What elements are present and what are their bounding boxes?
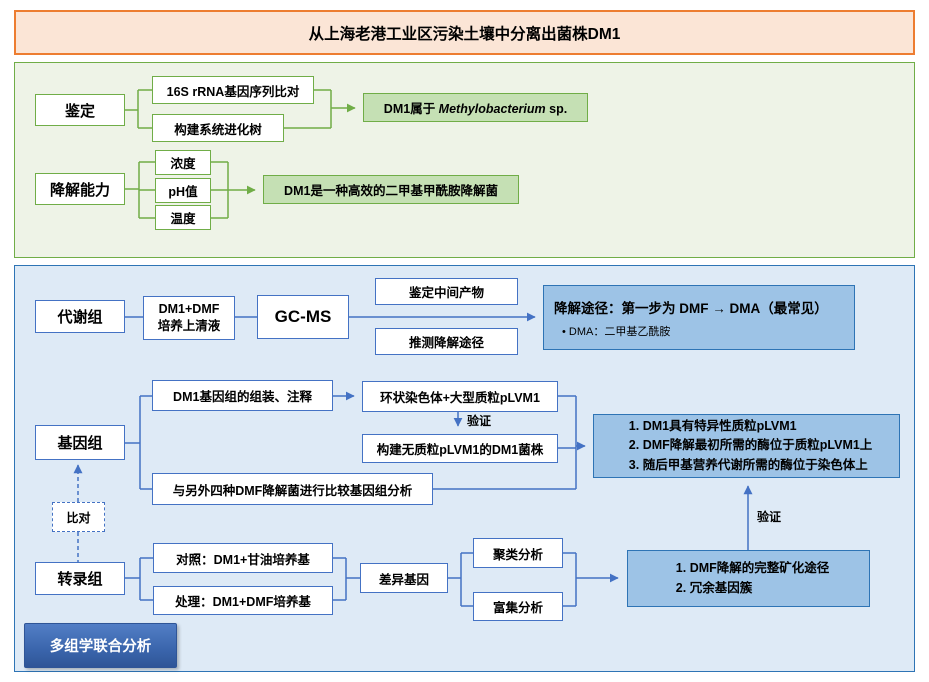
gcms-label: GC-MS (274, 307, 332, 326)
transcriptome-hub: 转录组 (35, 562, 125, 595)
identification-label: 鉴定 (64, 102, 95, 120)
factor-concentration-label: 浓度 (170, 157, 196, 171)
degradation-result-text: DM1是一种高效的二甲基甲酰胺降解菌 (284, 184, 498, 198)
multiomics-footer-badge: 多组学联合分析 (24, 623, 177, 668)
degradation-result: DM1是一种高效的二甲基甲酰胺降解菌 (263, 175, 519, 204)
identification-result-text: DM1属于 Methylobacterium sp. (383, 102, 568, 116)
genome-knockout-label: 构建无质粒pLVM1的DM1菌株 (376, 443, 544, 457)
genome-structure-label: 环状染色体+大型质粒pLVM1 (380, 391, 540, 405)
genome-structure: 环状染色体+大型质粒pLVM1 (362, 381, 558, 412)
degradation-label: 降解能力 (49, 181, 110, 199)
cluster-analysis-label: 聚类分析 (492, 547, 543, 562)
multiomics-footer-label: 多组学联合分析 (49, 639, 152, 655)
genome-comparative-label: 与另外四种DMF降解菌进行比较基因组分析 (172, 483, 413, 498)
genome-comparative: 与另外四种DMF降解菌进行比较基因组分析 (152, 473, 433, 505)
genome-conclusion-3: 随后甲基营养代谢所需的酶位于染色体上 (643, 456, 873, 475)
transcriptome-conclusion-2: 冗余基因簇 (690, 579, 830, 598)
deg-box: 差异基因 (360, 563, 448, 593)
method-16s-rrna: 16S rRNA基因序列比对 (152, 76, 314, 104)
enrichment-analysis-box: 富集分析 (473, 592, 563, 621)
metabolome-sample: DM1+DMF 培养上清液 (143, 296, 235, 340)
deg-label: 差异基因 (378, 572, 429, 587)
method-16s-rrna-label: 16S rRNA基因序列比对 (166, 84, 300, 99)
transcriptome-label: 转录组 (57, 571, 103, 588)
metabolome-hub: 代谢组 (35, 300, 125, 333)
transcriptome-conclusions: DMF降解的完整矿化途径 冗余基因簇 (627, 550, 870, 607)
factor-temperature-label: 温度 (170, 212, 196, 226)
method-phylogenetic-tree-label: 构建系统进化树 (174, 122, 262, 137)
metabolome-result: 降解途径：第一步为 DMF → DMA（最常见） DMA：二甲基乙酰胺 (543, 285, 855, 350)
cluster-analysis-box: 聚类分析 (473, 538, 563, 568)
genome-label: 基因组 (57, 435, 103, 452)
isolation-panel (14, 62, 915, 258)
sample-line1: DM1+DMF (158, 302, 220, 317)
factor-temperature: 温度 (155, 205, 211, 230)
factor-ph-label: pH值 (168, 185, 198, 199)
transcriptome-conclusion-1: DMF降解的完整矿化途径 (690, 559, 830, 578)
slide-title: 从上海老港工业区污染土壤中分离出菌株DM1 (308, 25, 621, 43)
compare-link-label: 比对 (66, 510, 91, 525)
transcriptome-treatment: 处理：DM1+DMF培养基 (153, 586, 333, 615)
genome-conclusion-1: DM1具有特异性质粒pLVM1 (643, 417, 873, 436)
degradation-hub: 降解能力 (35, 173, 125, 205)
method-phylogenetic-tree: 构建系统进化树 (152, 114, 284, 142)
transcriptome-control: 对照：DM1+甘油培养基 (153, 543, 333, 573)
output-intermediates: 鉴定中间产物 (375, 278, 518, 305)
factor-concentration: 浓度 (155, 150, 211, 175)
genome-assembly: DM1基因组的组装、注释 (152, 380, 333, 411)
genome-knockout: 构建无质粒pLVM1的DM1菌株 (362, 434, 558, 463)
genome-assembly-label: DM1基因组的组装、注释 (173, 390, 312, 404)
gcms-box: GC-MS (257, 295, 349, 339)
genome-conclusion-2: DMF降解最初所需的酶位于质粒pLVM1上 (643, 436, 873, 455)
verify-link-label: 验证 (757, 510, 782, 524)
title-banner: 从上海老港工业区污染土壤中分离出菌株DM1 (14, 10, 915, 55)
enrichment-analysis-label: 富集分析 (492, 601, 543, 615)
sample-line2: 培养上清液 (157, 319, 221, 333)
genome-hub: 基因组 (35, 425, 125, 460)
identification-hub: 鉴定 (35, 94, 125, 126)
metabolome-result-title: 降解途径：第一步为 DMF → DMA（最常见） (554, 300, 828, 316)
genome-conclusions-list: DM1具有特异性质粒pLVM1 DMF降解最初所需的酶位于质粒pLVM1上 随后… (613, 415, 881, 477)
transcriptome-conclusions-list: DMF降解的完整矿化途径 冗余基因簇 (660, 551, 838, 606)
factor-ph: pH值 (155, 178, 211, 203)
genome-verify-label: 验证 (467, 414, 492, 428)
metabolome-label: 代谢组 (57, 309, 103, 326)
output-intermediates-label: 鉴定中间产物 (408, 286, 484, 300)
metabolome-result-bullet: DMA：二甲基乙酰胺 (554, 323, 670, 339)
output-pathway-inference-label: 推测降解途径 (408, 336, 484, 350)
genome-conclusions: DM1具有特异性质粒pLVM1 DMF降解最初所需的酶位于质粒pLVM1上 随后… (593, 414, 900, 478)
identification-result: DM1属于 Methylobacterium sp. (363, 93, 588, 122)
transcriptome-treatment-label: 处理：DM1+DMF培养基 (175, 595, 311, 609)
output-pathway-inference: 推测降解途径 (375, 328, 518, 355)
transcriptome-control-label: 对照：DM1+甘油培养基 (176, 552, 310, 567)
compare-link-box: 比对 (52, 502, 105, 532)
